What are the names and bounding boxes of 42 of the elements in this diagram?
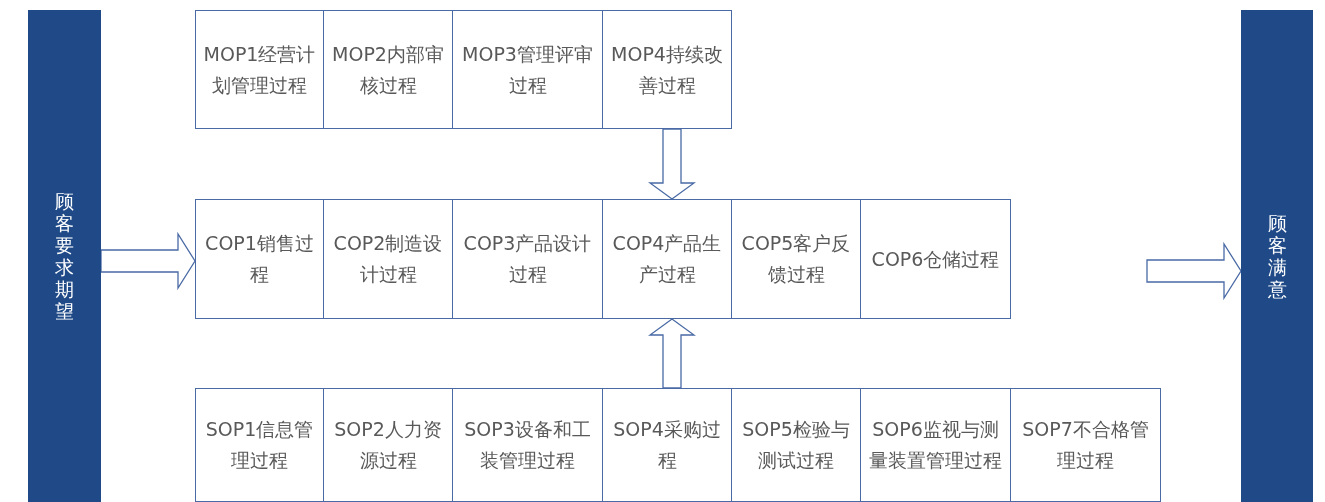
block-arrow — [648, 318, 696, 389]
process-box — [602, 10, 732, 129]
process-label: SOP6监视与测量装置管理过程 — [868, 417, 1003, 473]
process-box — [195, 199, 324, 319]
process-label: COP1销售过程 — [204, 231, 315, 287]
process-label: SOP7不合格管理过程 — [1021, 417, 1150, 473]
process-label: COP3产品设计过程 — [462, 231, 593, 287]
process-box — [323, 388, 453, 502]
process-box — [731, 199, 861, 319]
process-box — [323, 10, 453, 129]
process-box — [1010, 388, 1161, 502]
process-label: MOP1经营计划管理过程 — [202, 41, 317, 98]
process-box — [860, 388, 1011, 502]
process-box — [602, 388, 732, 502]
process-label: COP2制造设计过程 — [332, 231, 444, 287]
process-label: COP6仓储过程 — [871, 246, 1000, 272]
process-label: SOP3设备和工装管理过程 — [463, 417, 592, 473]
process-label: SOP1信息管理过程 — [204, 417, 315, 473]
bar-label: 顾客满意 — [1267, 212, 1287, 300]
process-box — [452, 199, 603, 319]
process-label: SOP5检验与测试过程 — [741, 417, 851, 473]
block-arrow — [648, 128, 696, 200]
side-bar — [1241, 10, 1313, 502]
process-box — [452, 10, 603, 129]
process-box — [452, 388, 603, 502]
process-box — [731, 388, 861, 502]
process-label: MOP4持续改善过程 — [610, 41, 724, 98]
side-bar — [28, 10, 101, 502]
process-label: MOP2内部审核过程 — [331, 41, 445, 98]
process-box — [195, 10, 324, 129]
process-label: COP4产品生产过程 — [611, 231, 723, 287]
process-label: SOP4采购过程 — [612, 417, 722, 473]
bar-label: 顾客要求期望 — [54, 190, 75, 322]
block-arrow — [1146, 241, 1242, 301]
process-label: MOP3管理评审过程 — [461, 41, 594, 98]
process-box — [860, 199, 1011, 319]
process-box — [602, 199, 732, 319]
process-label: SOP2人力资源过程 — [333, 417, 443, 473]
process-box — [195, 388, 324, 502]
process-box — [323, 199, 453, 319]
block-arrow — [100, 231, 196, 291]
process-label: COP5客户反馈过程 — [740, 231, 852, 287]
